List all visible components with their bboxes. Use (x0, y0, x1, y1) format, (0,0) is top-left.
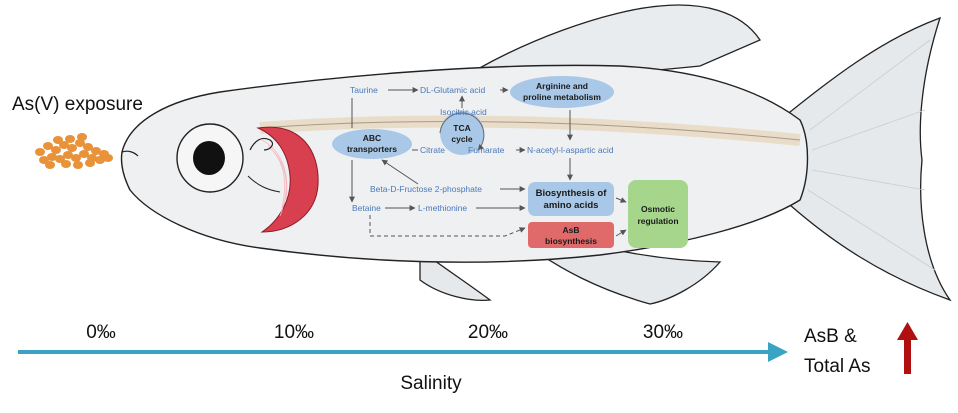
exposure-particle (85, 159, 95, 167)
exposure-particle (47, 153, 57, 161)
arrow-biosynthesis-osmotic (615, 197, 627, 203)
betaine-label: Betaine (352, 203, 381, 213)
gill (256, 126, 319, 233)
gill-lines (261, 139, 288, 217)
exposure-particle (75, 139, 85, 147)
beta-fructose-label: Beta-D-Fructose 2-phosphate (370, 184, 482, 194)
exposure-particle (65, 135, 75, 143)
operculum (249, 137, 274, 151)
abc-transporters-node (332, 129, 412, 159)
dashed-arrow-betaine-asb (369, 215, 526, 237)
biosynthesis-label-2: amino acids (544, 200, 599, 211)
exposure-particle (51, 146, 61, 154)
exposure-particle (35, 148, 45, 156)
exposure-particle (83, 143, 93, 151)
exposure-particle (53, 136, 63, 144)
osmotic-label-1: Osmotic (641, 204, 675, 214)
isocitric-label: Isocitric acid (440, 107, 487, 117)
operculum-lower (247, 175, 281, 193)
pathway-network: Arginine and proline metabolism ABC tran… (332, 76, 688, 248)
tca-cycle-arrow (439, 112, 485, 151)
fumarate-label: Fumarate (468, 145, 505, 155)
abc-label-2: transporters (347, 144, 397, 154)
osmotic-label-2: regulation (637, 216, 678, 226)
salinity-level-10: 10‰ (274, 322, 314, 343)
abc-label-1: ABC (363, 133, 381, 143)
biosynthesis-label-1: Biosynthesis of (536, 188, 608, 199)
exposure-particle (45, 161, 55, 169)
tca-label-2: cycle (451, 134, 473, 144)
dl-glutamic-label: DL-Glutamic acid (420, 85, 485, 95)
tail-fin (779, 16, 952, 302)
exposure-particle (73, 161, 83, 169)
salinity-level-20: 20‰ (468, 322, 508, 343)
exposure-particle (39, 156, 49, 164)
citrate-label: Citrate (420, 145, 445, 155)
exposure-particles (35, 133, 113, 169)
osmotic-regulation-node (628, 180, 688, 248)
lateral-line (259, 121, 801, 141)
exposure-particle (95, 156, 105, 164)
l-methionine-label: L-methionine (418, 203, 467, 213)
asb-biosynthesis-node (528, 222, 614, 248)
biosynthesis-node (528, 182, 614, 216)
exposure-particle (59, 141, 69, 149)
arginine-label-2: proline metabolism (523, 92, 601, 102)
result-label-2: Total As (804, 356, 871, 377)
exposure-particle (61, 160, 71, 168)
salinity-axis-label: Salinity (400, 373, 462, 394)
exposure-particle (77, 133, 87, 141)
arginine-node (510, 76, 614, 108)
exposure-label: As(V) exposure (12, 94, 143, 115)
exposure-particle (63, 151, 73, 159)
n-acetyl-label: N-acetyl-l-aspartic acid (527, 145, 614, 155)
salinity-level-30: 30‰ (643, 322, 683, 343)
asb-label-1: AsB (562, 225, 579, 235)
tail-rays (807, 39, 936, 271)
arginine-label-1: Arginine and (536, 81, 588, 91)
exposure-particle (43, 142, 53, 150)
exposure-particle (55, 155, 65, 163)
result-annotation: AsB & Total As (804, 322, 918, 377)
exposure-particle (103, 154, 113, 162)
arrow-asb-osmotic (615, 229, 627, 237)
eye-pupil (193, 141, 225, 175)
taurine-label: Taurine (350, 85, 378, 95)
pelvic-fin (419, 248, 492, 301)
exposure-particle (71, 154, 81, 162)
tca-label-1: TCA (453, 123, 470, 133)
result-label-1: AsB & (804, 326, 857, 347)
salinity-level-0: 0‰ (86, 322, 116, 343)
exposure-particle (91, 147, 101, 155)
arrow-fructose-abc (381, 159, 419, 185)
tca-cycle-node (440, 111, 484, 155)
mouth (121, 150, 139, 157)
exposure-particle (67, 144, 77, 152)
salinity-axis: 0‰ 10‰ 20‰ 30‰ Salinity (18, 322, 788, 394)
increase-arrow-icon (897, 322, 918, 374)
asb-label-2: biosynthesis (545, 236, 597, 246)
exposure-particle (79, 150, 89, 158)
